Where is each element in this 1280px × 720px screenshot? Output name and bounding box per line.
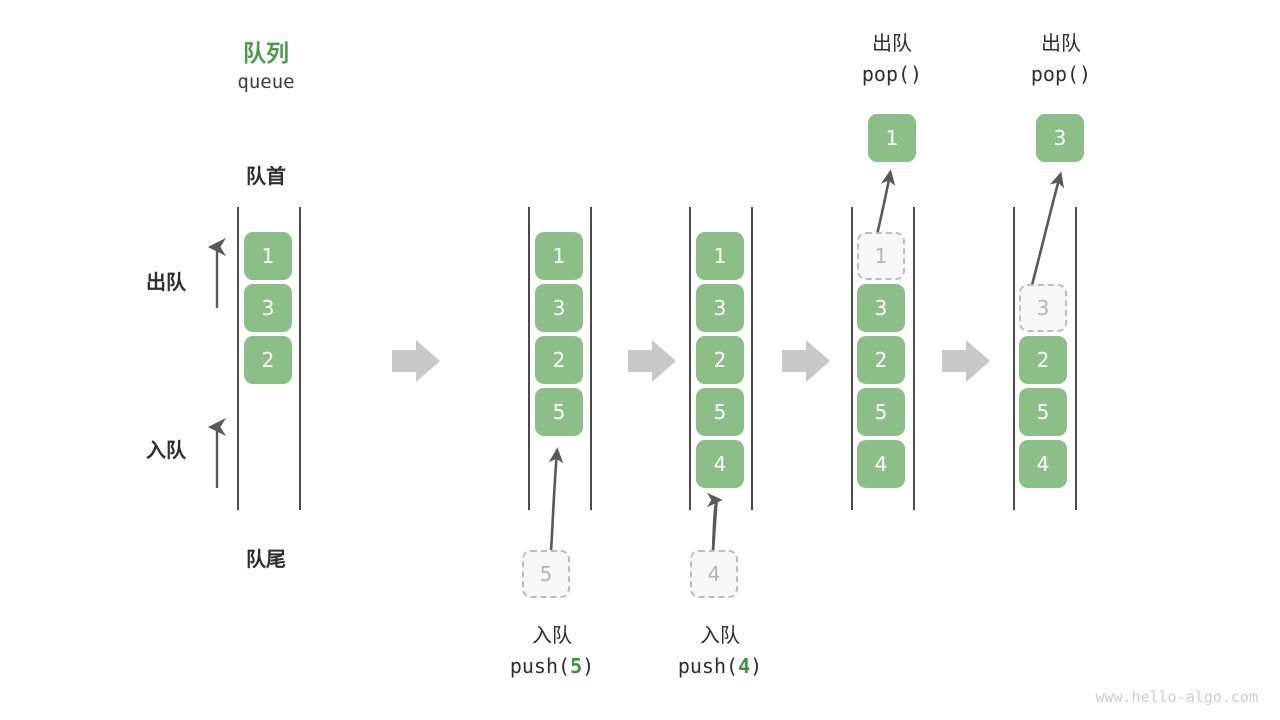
page-title: 队列 xyxy=(243,41,289,67)
queue-cell: 3 xyxy=(857,284,905,332)
queue-cell: 4 xyxy=(857,440,905,488)
enqueue-label: 入队 xyxy=(146,438,186,462)
step-caption-cn: 出队 xyxy=(1041,31,1081,55)
queue-cell-new: 5 xyxy=(535,388,583,436)
code-suffix: ) xyxy=(750,654,763,678)
queue-rail-right-3 xyxy=(751,207,753,510)
push-5-arrow xyxy=(548,447,564,552)
queue-cell: 5 xyxy=(857,388,905,436)
code-arg: 5 xyxy=(570,654,583,678)
step-caption-cn: 出队 xyxy=(872,31,912,55)
flow-arrow-2 xyxy=(628,340,676,382)
queue-rail-right-1 xyxy=(299,207,301,510)
queue-rail-left-2 xyxy=(528,207,530,510)
step-caption-code: push(5) xyxy=(462,651,642,682)
queue-cell-new: 4 xyxy=(696,440,744,488)
code-suffix: ) xyxy=(582,654,595,678)
incoming-ghost-cell: 5 xyxy=(522,550,570,598)
flow-arrow-1 xyxy=(392,340,440,382)
queue-cell: 3 xyxy=(535,284,583,332)
flow-arrow-4 xyxy=(942,340,990,382)
site-watermark: www.hello-algo.com xyxy=(1095,688,1258,706)
queue-cell: 2 xyxy=(696,336,744,384)
queue-cell: 1 xyxy=(244,232,292,280)
code-prefix: push( xyxy=(509,654,571,678)
queue-cell: 5 xyxy=(1019,388,1067,436)
queue-rail-right-5 xyxy=(1075,207,1077,510)
queue-cell: 2 xyxy=(857,336,905,384)
queue-rail-right-2 xyxy=(590,207,592,510)
queue-cell: 2 xyxy=(244,336,292,384)
step-caption-pop1: 出队 pop() xyxy=(802,28,982,90)
queue-cell: 1 xyxy=(696,232,744,280)
queue-cell: 2 xyxy=(535,336,583,384)
queue-cell: 3 xyxy=(696,284,744,332)
queue-cell: 2 xyxy=(1019,336,1067,384)
code-prefix: push( xyxy=(677,654,739,678)
front-label: 队首 xyxy=(246,164,286,188)
queue-cell: 3 xyxy=(244,284,292,332)
step-caption-code: push(4) xyxy=(630,651,810,682)
code-arg: 4 xyxy=(738,654,751,678)
step-caption-code: pop() xyxy=(861,62,923,86)
outgoing-ghost-cell: 3 xyxy=(1019,284,1067,332)
queue-rail-left-5 xyxy=(1013,207,1015,510)
flow-arrow-3 xyxy=(782,340,830,382)
page-subtitle: queue xyxy=(237,71,295,93)
queue-cell: 5 xyxy=(696,388,744,436)
outgoing-ghost-cell: 1 xyxy=(857,232,905,280)
rear-label: 队尾 xyxy=(246,547,286,571)
queue-rail-right-4 xyxy=(913,207,915,510)
step-caption-code: pop() xyxy=(1030,62,1092,86)
popped-cell: 1 xyxy=(868,114,916,162)
step-caption-cn: 入队 xyxy=(700,623,740,647)
queue-rail-left-3 xyxy=(689,207,691,510)
queue-cell: 1 xyxy=(535,232,583,280)
push-4-arrow xyxy=(706,492,723,552)
queue-rail-left-4 xyxy=(851,207,853,510)
step-caption-pop2: 出队 pop() xyxy=(971,28,1151,90)
dequeue-label: 出队 xyxy=(146,270,186,294)
queue-rail-left-1 xyxy=(237,207,239,510)
step-caption-cn: 入队 xyxy=(532,623,572,647)
popped-cell: 3 xyxy=(1036,114,1084,162)
queue-cell: 4 xyxy=(1019,440,1067,488)
incoming-ghost-cell: 4 xyxy=(690,550,738,598)
step-caption-push4: 入队 push(4) xyxy=(630,620,810,682)
step-caption-push5: 入队 push(5) xyxy=(462,620,642,682)
pop-3-arrow xyxy=(1026,171,1065,301)
